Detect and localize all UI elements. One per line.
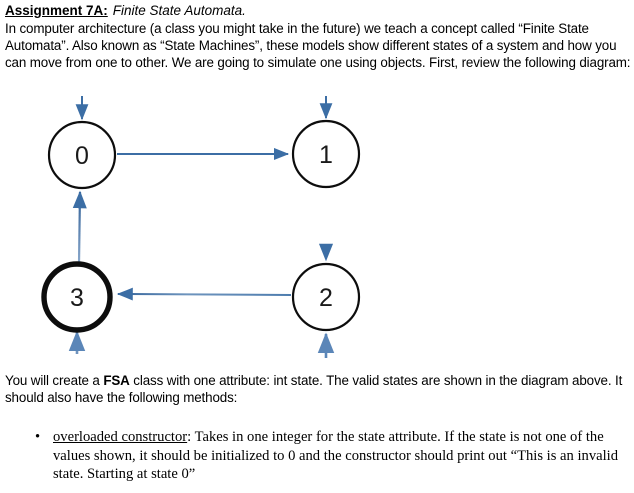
fsa-paragraph-part1: You will create a [5, 373, 104, 388]
transition-2-to-3 [116, 287, 292, 301]
bullet-marker-icon: • [35, 429, 41, 446]
node-state-0-label: 0 [75, 142, 89, 170]
node-state-1[interactable]: 1 [291, 119, 361, 189]
assignment-label: Assignment 7A: [5, 3, 108, 18]
fsa-acronym: FSA [103, 373, 130, 388]
node-state-3-label: 3 [70, 284, 84, 312]
fsa-paragraph-part2: class with one attribute: int state. The… [5, 373, 623, 406]
fsa-class-paragraph: You will create a FSA class with one att… [5, 372, 631, 406]
state-machine-diagram: 0 1 2 3 [0, 92, 420, 364]
intro-text-block: Assignment 7A: Finite State Automata. In … [5, 2, 631, 72]
transition-3-to-0 [72, 190, 87, 265]
node-state-1-label: 1 [319, 141, 333, 169]
bullet-description: : Takes in one integer for the state att… [53, 429, 619, 483]
node-state-2-label: 2 [319, 284, 333, 312]
intro-paragraph: In computer architecture (a class you mi… [5, 21, 631, 71]
methods-bullet-list: • overloaded constructor: Takes in one in… [5, 428, 631, 483]
lower-text-block: You will create a FSA class with one att… [5, 372, 631, 484]
node-state-2[interactable]: 2 [291, 262, 361, 332]
node-state-3-accepting[interactable]: 3 [41, 261, 113, 333]
bullet-item-overloaded-constructor: • overloaded constructor: Takes in one in… [5, 428, 631, 483]
assignment-title: Finite State Automata. [112, 3, 246, 18]
node-state-0[interactable]: 0 [47, 120, 117, 190]
bullet-term-underlined: overloaded constructor [53, 429, 188, 446]
assignment-heading: Assignment 7A: Finite State Automata. [5, 2, 631, 19]
